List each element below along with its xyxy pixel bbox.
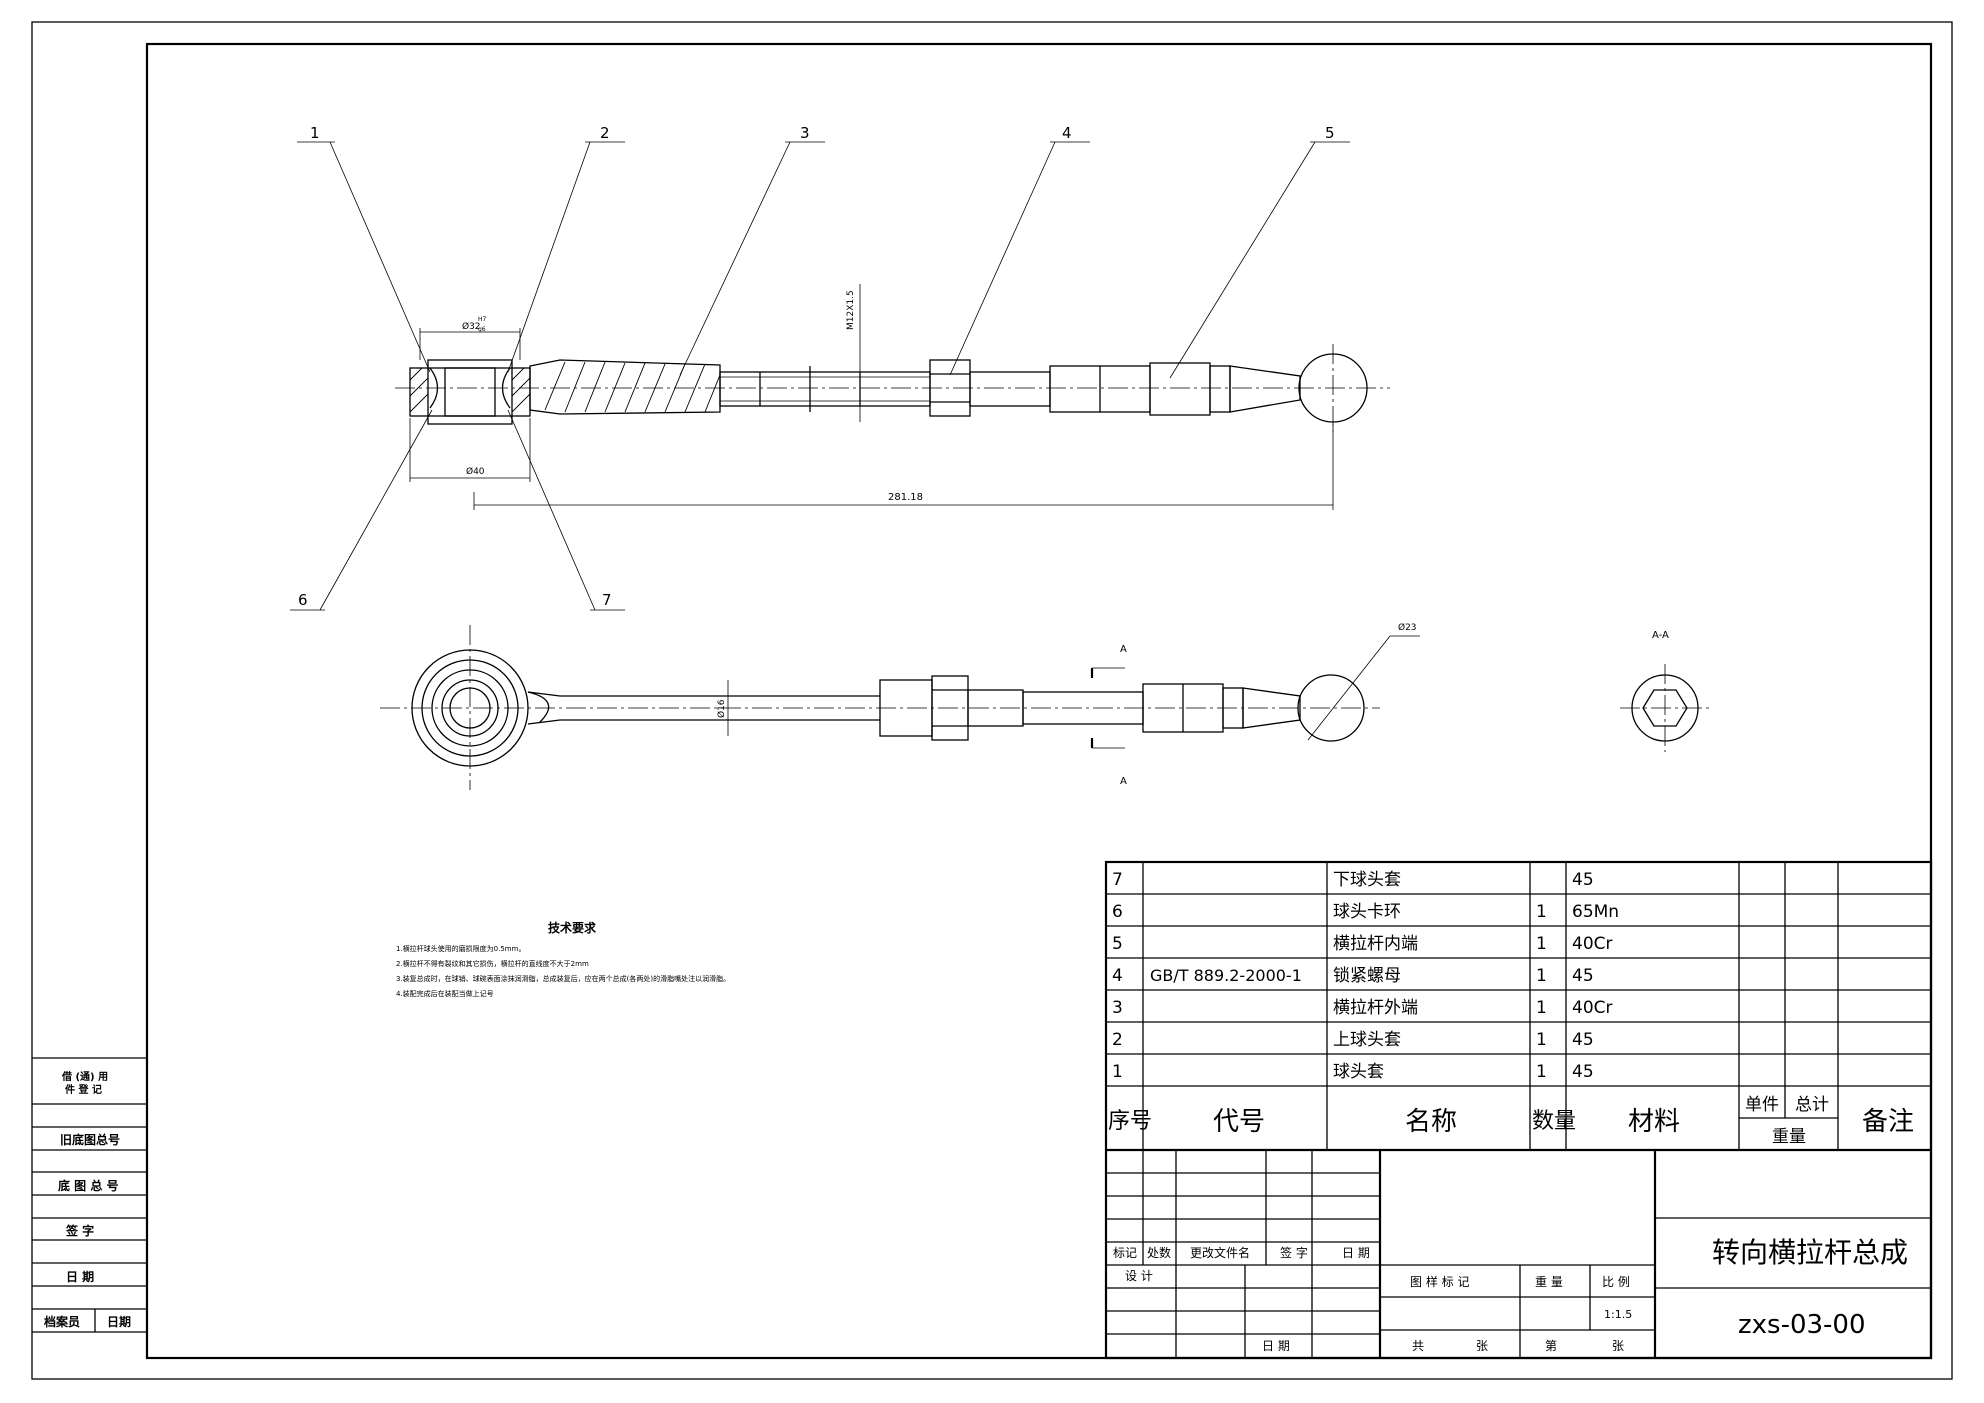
tb-mark: 标记 — [1113, 1246, 1137, 1260]
bom-row-qty: 1 — [1536, 902, 1547, 922]
balloon-5: 5 — [1325, 124, 1335, 142]
side-base-no: 底 图 总 号 — [58, 1178, 119, 1193]
section-title: A-A — [1652, 630, 1669, 641]
balloon-6: 6 — [298, 591, 308, 609]
dim-ball: Ø23 — [1398, 622, 1417, 633]
bom-row-qty: 1 — [1536, 1062, 1547, 1082]
bom-row-no: 2 — [1112, 1030, 1123, 1050]
side-archivist: 档案员 — [44, 1314, 80, 1329]
bom-row-material: 45 — [1572, 870, 1594, 890]
bom-row-qty: 1 — [1536, 998, 1547, 1018]
tech-requirements: 技术要求 1.横拉杆球头使用的磨损限度为0.5mm。 2.横拉杆不得有裂纹和其它… — [396, 920, 730, 998]
inner-frame — [145, 42, 1933, 1360]
tb-part-name: 转向横拉杆总成 — [1712, 1236, 1908, 1269]
balloon-4: 4 — [1062, 124, 1072, 142]
bom-row-name: 横拉杆内端 — [1333, 934, 1418, 954]
bom-header-unit: 单件 — [1745, 1095, 1779, 1115]
tech-title: 技术要求 — [548, 920, 597, 935]
tech-item-3: 3.装复总成时，在球销、球碗表面涂抹润滑脂，总成装复后，应在两个总成(各两处)的… — [396, 974, 730, 983]
tb-scale-label: 比 例 — [1602, 1275, 1630, 1289]
dim-thread: M12X1.5 — [846, 290, 856, 330]
tb-count: 处数 — [1147, 1245, 1171, 1260]
tech-item-4: 4.装配完成后在装配当做上记号 — [396, 989, 494, 998]
tb-sheets: 张 — [1476, 1339, 1488, 1353]
side-block: 借 (通) 用 件 登 记 旧底图总号 底 图 总 号 签 字 日 期 档案员 … — [32, 1057, 147, 1333]
bom-row-material: 40Cr — [1572, 998, 1613, 1018]
tech-item-1: 1.横拉杆球头使用的磨损限度为0.5mm。 — [396, 944, 525, 953]
tb-design: 设 计 — [1125, 1269, 1153, 1283]
dim-bore-tol-lower: g6 — [478, 326, 486, 333]
bom-row-qty: 1 — [1536, 966, 1547, 986]
bom-header-weight: 重量 — [1772, 1127, 1806, 1147]
tech-item-2: 2.横拉杆不得有裂纹和其它损伤，横拉杆的直线度不大于2mm — [396, 959, 589, 968]
bom-row-no: 5 — [1112, 934, 1123, 954]
dim-outer: Ø40 — [466, 466, 485, 477]
bom-header-remark: 备注 — [1862, 1107, 1914, 1137]
title-block: 标记 处数 更改文件名 签 字 日 期 设 计 日 期 图 样 标 记 重 量 … — [1106, 1150, 1931, 1358]
balloon-7: 7 — [602, 591, 612, 609]
balloon-1: 1 — [310, 124, 320, 142]
bom-row-name: 下球头套 — [1333, 870, 1401, 890]
bom-row-qty: 1 — [1536, 934, 1547, 954]
dim-bore: Ø32 — [462, 321, 481, 332]
tb-total: 共 — [1412, 1339, 1424, 1353]
top-view: Ø16 Ø23 A A — [380, 622, 1420, 790]
bom-row-no: 1 — [1112, 1062, 1123, 1082]
bom-header-no: 序号 — [1108, 1109, 1152, 1134]
bom-row-no: 4 — [1112, 966, 1123, 986]
dim-length: 281.18 — [888, 492, 923, 503]
tb-sign: 签 字 — [1280, 1245, 1308, 1260]
outer-frame — [31, 21, 1953, 1380]
dim-bore-tol-upper: H7 — [478, 316, 487, 323]
section-mark-top: A — [1120, 644, 1127, 655]
balloon-3: 3 — [800, 124, 810, 142]
tb-page: 第 — [1545, 1339, 1557, 1353]
tb-date2: 日 期 — [1262, 1339, 1290, 1353]
section-a-a: A-A — [1620, 630, 1710, 752]
tb-drawing-no: zxs-03-00 — [1738, 1310, 1866, 1340]
tb-sample-mark: 图 样 标 记 — [1410, 1274, 1469, 1289]
bom-row-material: 45 — [1572, 1062, 1594, 1082]
bom-row-material: 45 — [1572, 966, 1594, 986]
balloon-2: 2 — [600, 124, 610, 142]
bom-table: 7 下球头套 45 6 球头卡环 1 65Mn 5 横拉杆内端 1 40Cr 4… — [1104, 860, 1933, 1360]
bom-row-name: 球头套 — [1333, 1062, 1384, 1082]
side-signature: 签 字 — [65, 1223, 94, 1238]
tb-sheet2: 张 — [1612, 1339, 1624, 1353]
tb-date: 日 期 — [1342, 1246, 1370, 1260]
main-view: Ø32 H7 g6 M12X1.5 Ø40 281.18 1 2 3 4 5 6 — [290, 124, 1390, 611]
side-borrow-line2: 件 登 记 — [65, 1083, 102, 1096]
bom-row-no: 3 — [1112, 998, 1123, 1018]
bom-row-material: 65Mn — [1572, 902, 1619, 922]
side-old-base: 旧底图总号 — [60, 1132, 120, 1147]
tb-weight: 重 量 — [1535, 1275, 1563, 1289]
dim-rod: Ø16 — [716, 699, 727, 718]
tb-scale: 1:1.5 — [1604, 1308, 1632, 1321]
side-archivist-date: 日期 — [107, 1314, 131, 1329]
bom-row-name: 球头卡环 — [1333, 902, 1401, 922]
bom-header-material: 材料 — [1628, 1107, 1680, 1137]
bom-header-total: 总计 — [1795, 1095, 1829, 1115]
section-mark-bottom: A — [1120, 776, 1127, 787]
tb-change-doc: 更改文件名 — [1190, 1245, 1250, 1260]
bom-row-no: 6 — [1112, 902, 1123, 922]
bom-row-code: GB/T 889.2-2000-1 — [1150, 966, 1302, 985]
bom-row-material: 45 — [1572, 1030, 1594, 1050]
bom-row-material: 40Cr — [1572, 934, 1613, 954]
bom-row-name: 上球头套 — [1333, 1030, 1401, 1050]
bom-header-qty: 数量 — [1532, 1109, 1576, 1134]
side-borrow-line1: 借 (通) 用 — [61, 1070, 108, 1083]
bom-row-no: 7 — [1112, 870, 1123, 890]
bom-header-name: 名称 — [1405, 1107, 1457, 1137]
bom-header-code: 代号 — [1213, 1107, 1265, 1137]
bom-row-qty: 1 — [1536, 1030, 1547, 1050]
bom-row-name: 横拉杆外端 — [1333, 998, 1418, 1018]
side-date: 日 期 — [66, 1269, 94, 1284]
bom-row-name: 锁紧螺母 — [1333, 966, 1401, 986]
